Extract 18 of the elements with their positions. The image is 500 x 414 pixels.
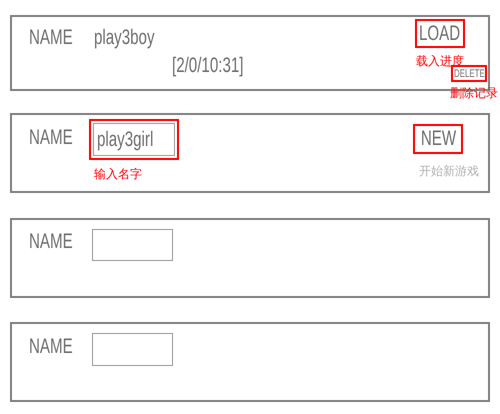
save-slot-panel — [10, 218, 490, 298]
name-input-field: play3girl — [89, 119, 179, 160]
field-label: NAME — [29, 230, 73, 254]
player-name: play3boy — [94, 26, 155, 50]
action-button: LOAD — [415, 19, 465, 48]
annotation-note: 输入名字 — [94, 166, 142, 183]
annotation-note: 开始新游戏 — [419, 163, 479, 180]
field-label: NAME — [29, 126, 73, 150]
annotation-note: 删除记录 — [450, 85, 498, 102]
action-button: DELETE — [451, 65, 487, 82]
name-input-field — [92, 333, 173, 366]
action-button: NEW — [413, 124, 463, 154]
save-slot-panel — [10, 113, 490, 193]
save-slot-panel — [10, 322, 490, 402]
save-timestamp: [2/0/10:31] — [172, 54, 244, 78]
field-label: NAME — [29, 26, 73, 50]
field-label: NAME — [29, 335, 73, 359]
name-input-field — [92, 229, 173, 261]
